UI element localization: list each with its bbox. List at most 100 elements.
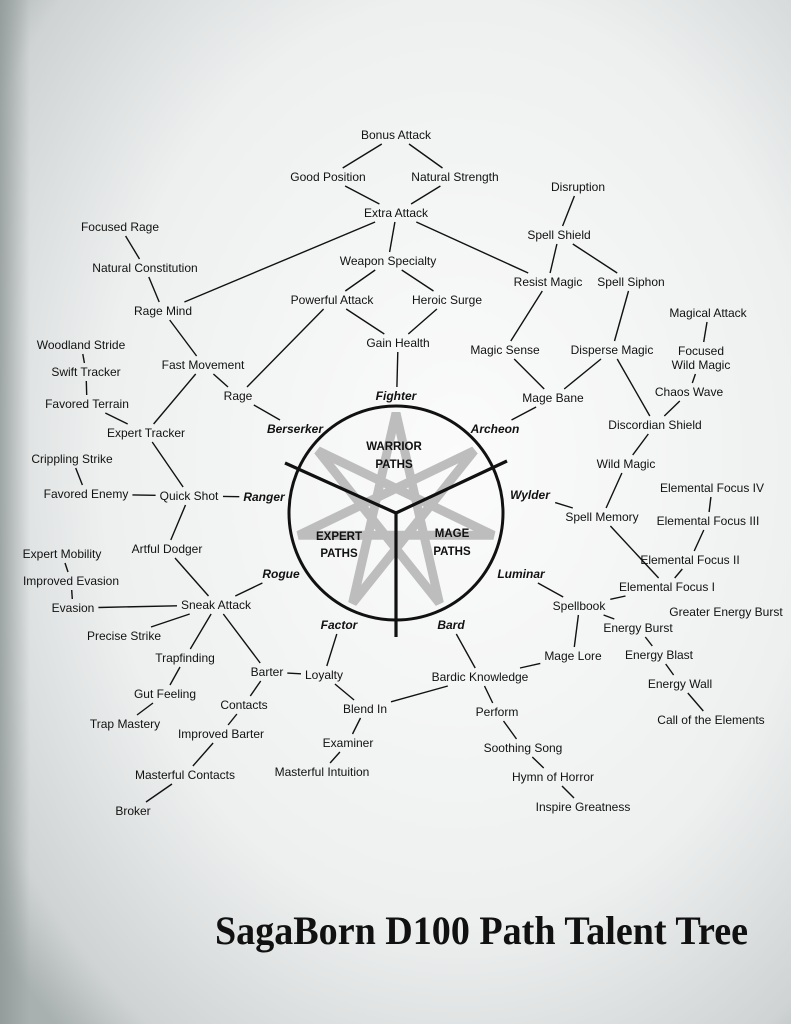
talent-bardic-knowledge: Bardic Knowledge [432, 670, 529, 684]
divider-right [395, 459, 508, 515]
edge-bardic-knowledge-to-perform [483, 685, 494, 704]
edge-mage-lore-to-spellbook [573, 614, 580, 648]
edge-extra-attack-to-rage-mind [184, 221, 376, 303]
talent-crippling-strike: Crippling Strike [31, 452, 113, 466]
edge-sneak-attack-to-trapfinding [189, 613, 212, 650]
talent-expert-mobility: Expert Mobility [23, 547, 102, 561]
edge-perform-to-soothing-song [502, 720, 518, 740]
group-label-warrior-2: PATHS [375, 459, 413, 471]
edge-magic-sense-to-resist-magic [510, 290, 543, 342]
talent-barter: Barter [251, 665, 284, 679]
talent-spell-siphon: Spell Siphon [597, 275, 664, 289]
edge-hymn-horror-to-inspire-greatness [561, 785, 575, 799]
path-factor: Factor [321, 618, 359, 632]
talent-spell-memory: Spell Memory [565, 510, 638, 524]
talent-mage-bane: Mage Bane [522, 391, 584, 405]
edge-good-position-to-extra-attack [344, 185, 380, 205]
talent-artful-dodger: Artful Dodger [132, 542, 203, 556]
talent-loyalty: Loyalty [305, 668, 343, 682]
edges [64, 143, 712, 803]
edge-wild-magic-to-discordian-shield [632, 433, 649, 456]
talent-spellbook: Spellbook [553, 599, 607, 613]
edge-heroic-surge-to-gain-health [407, 308, 438, 335]
talent-discordian-shield: Discordian Shield [608, 418, 701, 432]
talent-wild-magic: Wild Magic [597, 457, 656, 471]
talent-spell-shield: Spell Shield [527, 228, 590, 242]
edge-factor-to-loyalty [326, 633, 338, 667]
talent-evasion: Evasion [52, 601, 95, 615]
edge-fast-movement-to-expert-tracker [153, 373, 197, 425]
edge-gut-feeling-to-trap-mastery [136, 702, 154, 716]
talent-rage: Rage [224, 389, 253, 403]
talent-focused-rage: Focused Rage [81, 220, 159, 234]
talent-improved-barter: Improved Barter [178, 727, 264, 741]
edge-expert-tracker-to-quick-shot [151, 441, 184, 488]
edge-spell-shield-to-disruption [561, 195, 576, 227]
edge-spell-memory-to-wylder [554, 501, 574, 509]
path-fighter: Fighter [376, 389, 418, 403]
edge-rage-mind-to-fast-movement [169, 319, 198, 357]
edge-discordian-shield-to-chaos-wave [663, 400, 681, 417]
talent-gain-health: Gain Health [366, 336, 429, 350]
path-ranger: Ranger [243, 490, 286, 504]
edge-loyalty-to-blend-in [334, 683, 355, 701]
talent-gut-feeling: Gut Feeling [134, 687, 196, 701]
edge-chaos-wave-to-focused-wild-magic [691, 373, 697, 384]
talent-soothing-song: Soothing Song [484, 741, 563, 755]
edge-trapfinding-to-gut-feeling [169, 666, 181, 686]
talent-energy-blast: Energy Blast [625, 648, 694, 662]
path-luminar: Luminar [497, 567, 546, 581]
edge-focused-wild-magic-to-magical-attack [703, 321, 708, 343]
path-berserker: Berserker [267, 422, 324, 436]
talent-weapon-specialty: Weapon Specialty [340, 254, 437, 268]
edge-ef3-to-ef4 [708, 496, 712, 513]
talent-favored-enemy: Favored Enemy [44, 487, 129, 501]
edge-spellbook-to-ef1 [610, 595, 626, 600]
talent-ef4: Elemental Focus IV [660, 481, 764, 495]
edge-bonus-attack-to-natural-strength [408, 143, 443, 169]
talent-mage-lore: Mage Lore [544, 649, 602, 663]
talent-label-line2: Wild Magic [672, 358, 731, 372]
edge-spellbook-to-energy-burst [603, 614, 615, 620]
talent-perform: Perform [476, 705, 519, 719]
edge-fast-movement-to-rage [212, 373, 229, 388]
circle-dividers [284, 459, 508, 637]
edge-crippling-strike-to-favored-enemy [75, 467, 84, 486]
edge-disperse-magic-to-mage-bane [563, 358, 602, 390]
talent-expert-tracker: Expert Tracker [107, 426, 185, 440]
edge-blend-in-to-bardic-knowledge [390, 685, 448, 703]
talent-ef3: Elemental Focus III [657, 514, 760, 528]
edge-favored-terrain-to-expert-tracker [104, 412, 129, 425]
edge-spell-siphon-to-spell-shield [572, 243, 618, 274]
diagram-title: SagaBorn D100 Path Talent Tree [215, 908, 748, 953]
talent-heroic-surge: Heroic Surge [412, 293, 482, 307]
path-bard: Bard [437, 618, 465, 632]
talent-broker: Broker [115, 804, 150, 818]
edge-blend-in-to-examiner [351, 717, 362, 735]
talent-disperse-magic: Disperse Magic [571, 343, 654, 357]
talent-greater-energy-burst: Greater Energy Burst [669, 605, 783, 619]
edge-rage-to-berserker [253, 404, 281, 421]
talent-disruption: Disruption [551, 180, 605, 194]
talent-rage-mind: Rage Mind [134, 304, 192, 318]
group-label-warrior: WARRIOR [366, 441, 422, 453]
talent-call-elements: Call of the Elements [657, 713, 764, 727]
talent-resist-magic: Resist Magic [514, 275, 583, 289]
talent-energy-wall: Energy Wall [648, 677, 712, 691]
edge-quick-shot-to-artful-dodger [170, 504, 187, 541]
talent-examiner: Examiner [323, 736, 374, 750]
edge-improved-barter-to-masterful-contacts [192, 742, 214, 767]
edge-sneak-attack-to-barter [222, 613, 261, 664]
talent-energy-burst: Energy Burst [603, 621, 673, 635]
talent-trap-mastery: Trap Mastery [90, 717, 160, 731]
talent-ef2: Elemental Focus II [640, 553, 739, 567]
edge-improved-evasion-to-evasion [71, 589, 73, 600]
talent-natural-strength: Natural Strength [411, 170, 498, 184]
talent-blend-in: Blend In [343, 702, 387, 716]
divider-left [284, 461, 397, 515]
talent-contacts: Contacts [220, 698, 267, 712]
edge-barter-to-contacts [249, 680, 262, 697]
edge-powerful-attack-to-rage [246, 308, 325, 388]
